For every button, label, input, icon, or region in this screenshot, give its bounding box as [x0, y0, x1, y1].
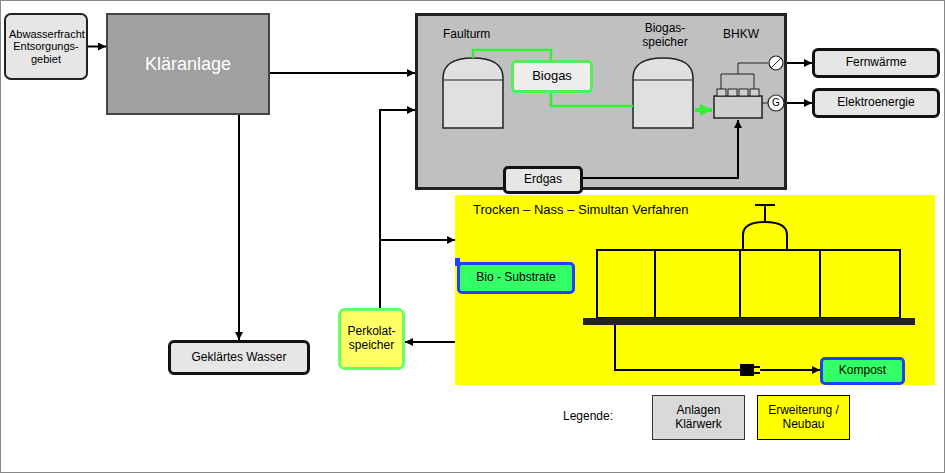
flow-arrow: [88, 46, 106, 48]
legend-swatch: Anlagen Klärwerk: [652, 395, 745, 440]
panel-heading: Trocken – Nass – Simultan Verfahren: [473, 203, 689, 218]
plant-panel: BiogasErdgas Faulturm Biogas- speicher BHKW…: [415, 13, 787, 190]
digester-tower: [443, 58, 503, 128]
flow-arrow: [270, 72, 415, 74]
box-label: Biogas: [517, 69, 587, 84]
base-plate: [583, 318, 915, 325]
flow-arrow: [405, 341, 455, 343]
flow-arrow: [380, 110, 415, 308]
plant-box: Kläranlage: [106, 13, 270, 115]
box-label: Fernwärme: [818, 56, 934, 70]
box-label: Erdgas: [509, 173, 577, 187]
box-label: Bio - Substrate: [463, 271, 569, 285]
output-box: Geklärtes Wasser: [168, 340, 310, 375]
natural-gas-line: [578, 120, 738, 178]
legend-heading: Legende:: [563, 410, 613, 423]
biogas-box: Biogas: [511, 60, 593, 93]
legend-swatch: Erweiterung / Neubau: [757, 395, 850, 440]
box-label: Kläranlage: [111, 54, 265, 75]
dry-wet-digester: [597, 205, 900, 318]
legend-label: Erweiterung / Neubau: [758, 402, 849, 434]
generator-symbol: [768, 95, 784, 111]
plant-illustration: [418, 16, 784, 187]
box-label: Perkolat- speicher: [344, 325, 399, 353]
output-box: Fernwärme: [812, 48, 940, 78]
panel-heading: Biogas- speicher: [634, 22, 696, 50]
box-label: Geklärtes Wasser: [174, 351, 304, 365]
flow-arrow: [787, 62, 812, 64]
discharge-line: [615, 325, 820, 376]
flow-arrow: [787, 102, 812, 104]
panel-heading: Faulturm: [443, 28, 490, 42]
biogas-pipe: [473, 50, 633, 106]
output-box: Elektroenergie: [812, 88, 940, 118]
box-label: Abwasserfracht Entsorgungs- gebiet: [9, 28, 83, 66]
panel-heading: BHKW: [723, 28, 759, 42]
box-label: Elektroenergie: [818, 96, 934, 110]
legend-label: Anlagen Klärwerk: [653, 402, 744, 434]
gas-holder: [633, 58, 693, 128]
gas-feed-arrow: [695, 108, 712, 112]
chp-engine: [714, 63, 768, 118]
source-box: Abwasserfracht Entsorgungs- gebiet: [4, 13, 88, 80]
flow-arrow: [380, 240, 455, 308]
percolate-tank-box: Perkolat- speicher: [338, 308, 405, 370]
box-label: Kompost: [826, 364, 899, 378]
natural-gas-box: Erdgas: [503, 166, 583, 194]
generator-letter: G: [768, 95, 784, 111]
heat-exchanger-symbol: [769, 56, 783, 70]
substrate-box: Bio - Substrate: [457, 262, 575, 294]
extension-panel: Bio - SubstrateKompost Trocken – Nass – S…: [455, 195, 935, 385]
compost-box: Kompost: [820, 357, 905, 385]
flow-arrow: [238, 115, 240, 340]
